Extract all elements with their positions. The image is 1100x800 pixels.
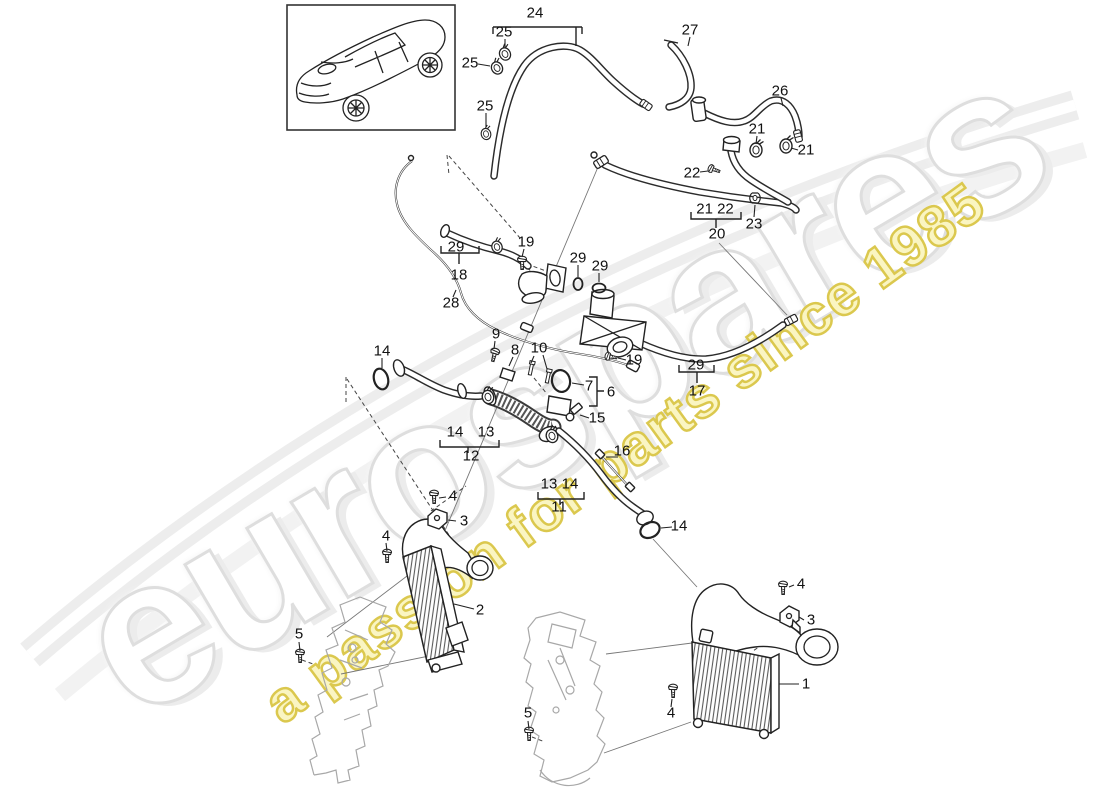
sensor-15 [565, 402, 583, 422]
callout-27: 27 [681, 21, 699, 39]
bracket-8 [499, 367, 516, 382]
callout-4: 4 [796, 575, 806, 593]
callout-26: 26 [771, 82, 789, 100]
callout-19: 19 [625, 351, 643, 369]
callout-28: 28 [442, 294, 460, 312]
callout-14: 14 [670, 517, 688, 535]
callout-12: 12 [462, 447, 480, 465]
callout-25: 25 [495, 23, 513, 41]
pressure-hose-12 [392, 359, 485, 400]
callout-21-22: 21 22 [696, 200, 734, 218]
body-panel-left [309, 596, 396, 784]
callout-6: 6 [606, 383, 616, 401]
callout-18: 18 [450, 266, 468, 284]
callout-19: 19 [517, 233, 535, 251]
mount-bracket-right [779, 605, 801, 635]
body-panel-center [523, 611, 606, 787]
callout-4: 4 [666, 704, 676, 722]
callout-14: 14 [446, 423, 464, 441]
callout-14: 14 [561, 475, 579, 493]
hose-24 [490, 42, 647, 180]
callout-3: 3 [806, 611, 816, 629]
callout-8: 8 [510, 341, 520, 359]
mount-bracket-left [427, 508, 448, 530]
callout-5: 5 [523, 704, 533, 722]
hose-27 [663, 39, 695, 111]
callout-29: 29 [569, 249, 587, 267]
callout-29: 29 [591, 257, 609, 275]
callout-24: 24 [526, 4, 544, 22]
callout-2: 2 [475, 601, 485, 619]
callout-13: 13 [477, 423, 495, 441]
callout-15: 15 [588, 409, 606, 427]
oring-7 [550, 368, 572, 394]
hose-17 [636, 313, 799, 363]
vacuum-line-28 [394, 154, 641, 373]
diverter-valve [579, 288, 647, 358]
oring-14b [639, 520, 661, 540]
oring-14a [372, 367, 390, 391]
callout-3: 3 [459, 512, 469, 530]
callout-25: 25 [476, 97, 494, 115]
callout-20: 20 [708, 225, 726, 243]
callout-14: 14 [373, 342, 391, 360]
callout-21: 21 [797, 141, 815, 159]
callout-29: 29 [687, 356, 705, 374]
callout-29: 29 [447, 238, 465, 256]
callout-7: 7 [584, 377, 594, 395]
corrugated-hose [482, 386, 572, 443]
group-brackets [439, 26, 742, 505]
callout-11: 11 [551, 498, 567, 516]
callout-22: 22 [683, 164, 701, 182]
callout-13: 13 [540, 475, 558, 493]
callout-16: 16 [613, 442, 631, 460]
callout-25: 25 [461, 54, 479, 72]
callout-17: 17 [688, 382, 706, 400]
hose-20-pair [590, 135, 800, 214]
callout-4: 4 [448, 487, 458, 505]
intercooler-left [401, 518, 494, 673]
intercooler-right [691, 583, 839, 740]
changeover-valve [517, 263, 567, 304]
callout-10: 10 [530, 339, 548, 357]
oring-29a [572, 277, 584, 291]
callout-5: 5 [294, 625, 304, 643]
callout-1: 1 [801, 675, 811, 693]
callout-9: 9 [491, 325, 501, 343]
oring-29b [591, 282, 607, 294]
callout-21: 21 [748, 120, 766, 138]
callout-23: 23 [745, 215, 763, 233]
callout-4: 4 [381, 527, 391, 545]
car-inset [286, 4, 456, 131]
hose-26 [690, 96, 803, 141]
bypass-tube-16 [594, 448, 636, 493]
